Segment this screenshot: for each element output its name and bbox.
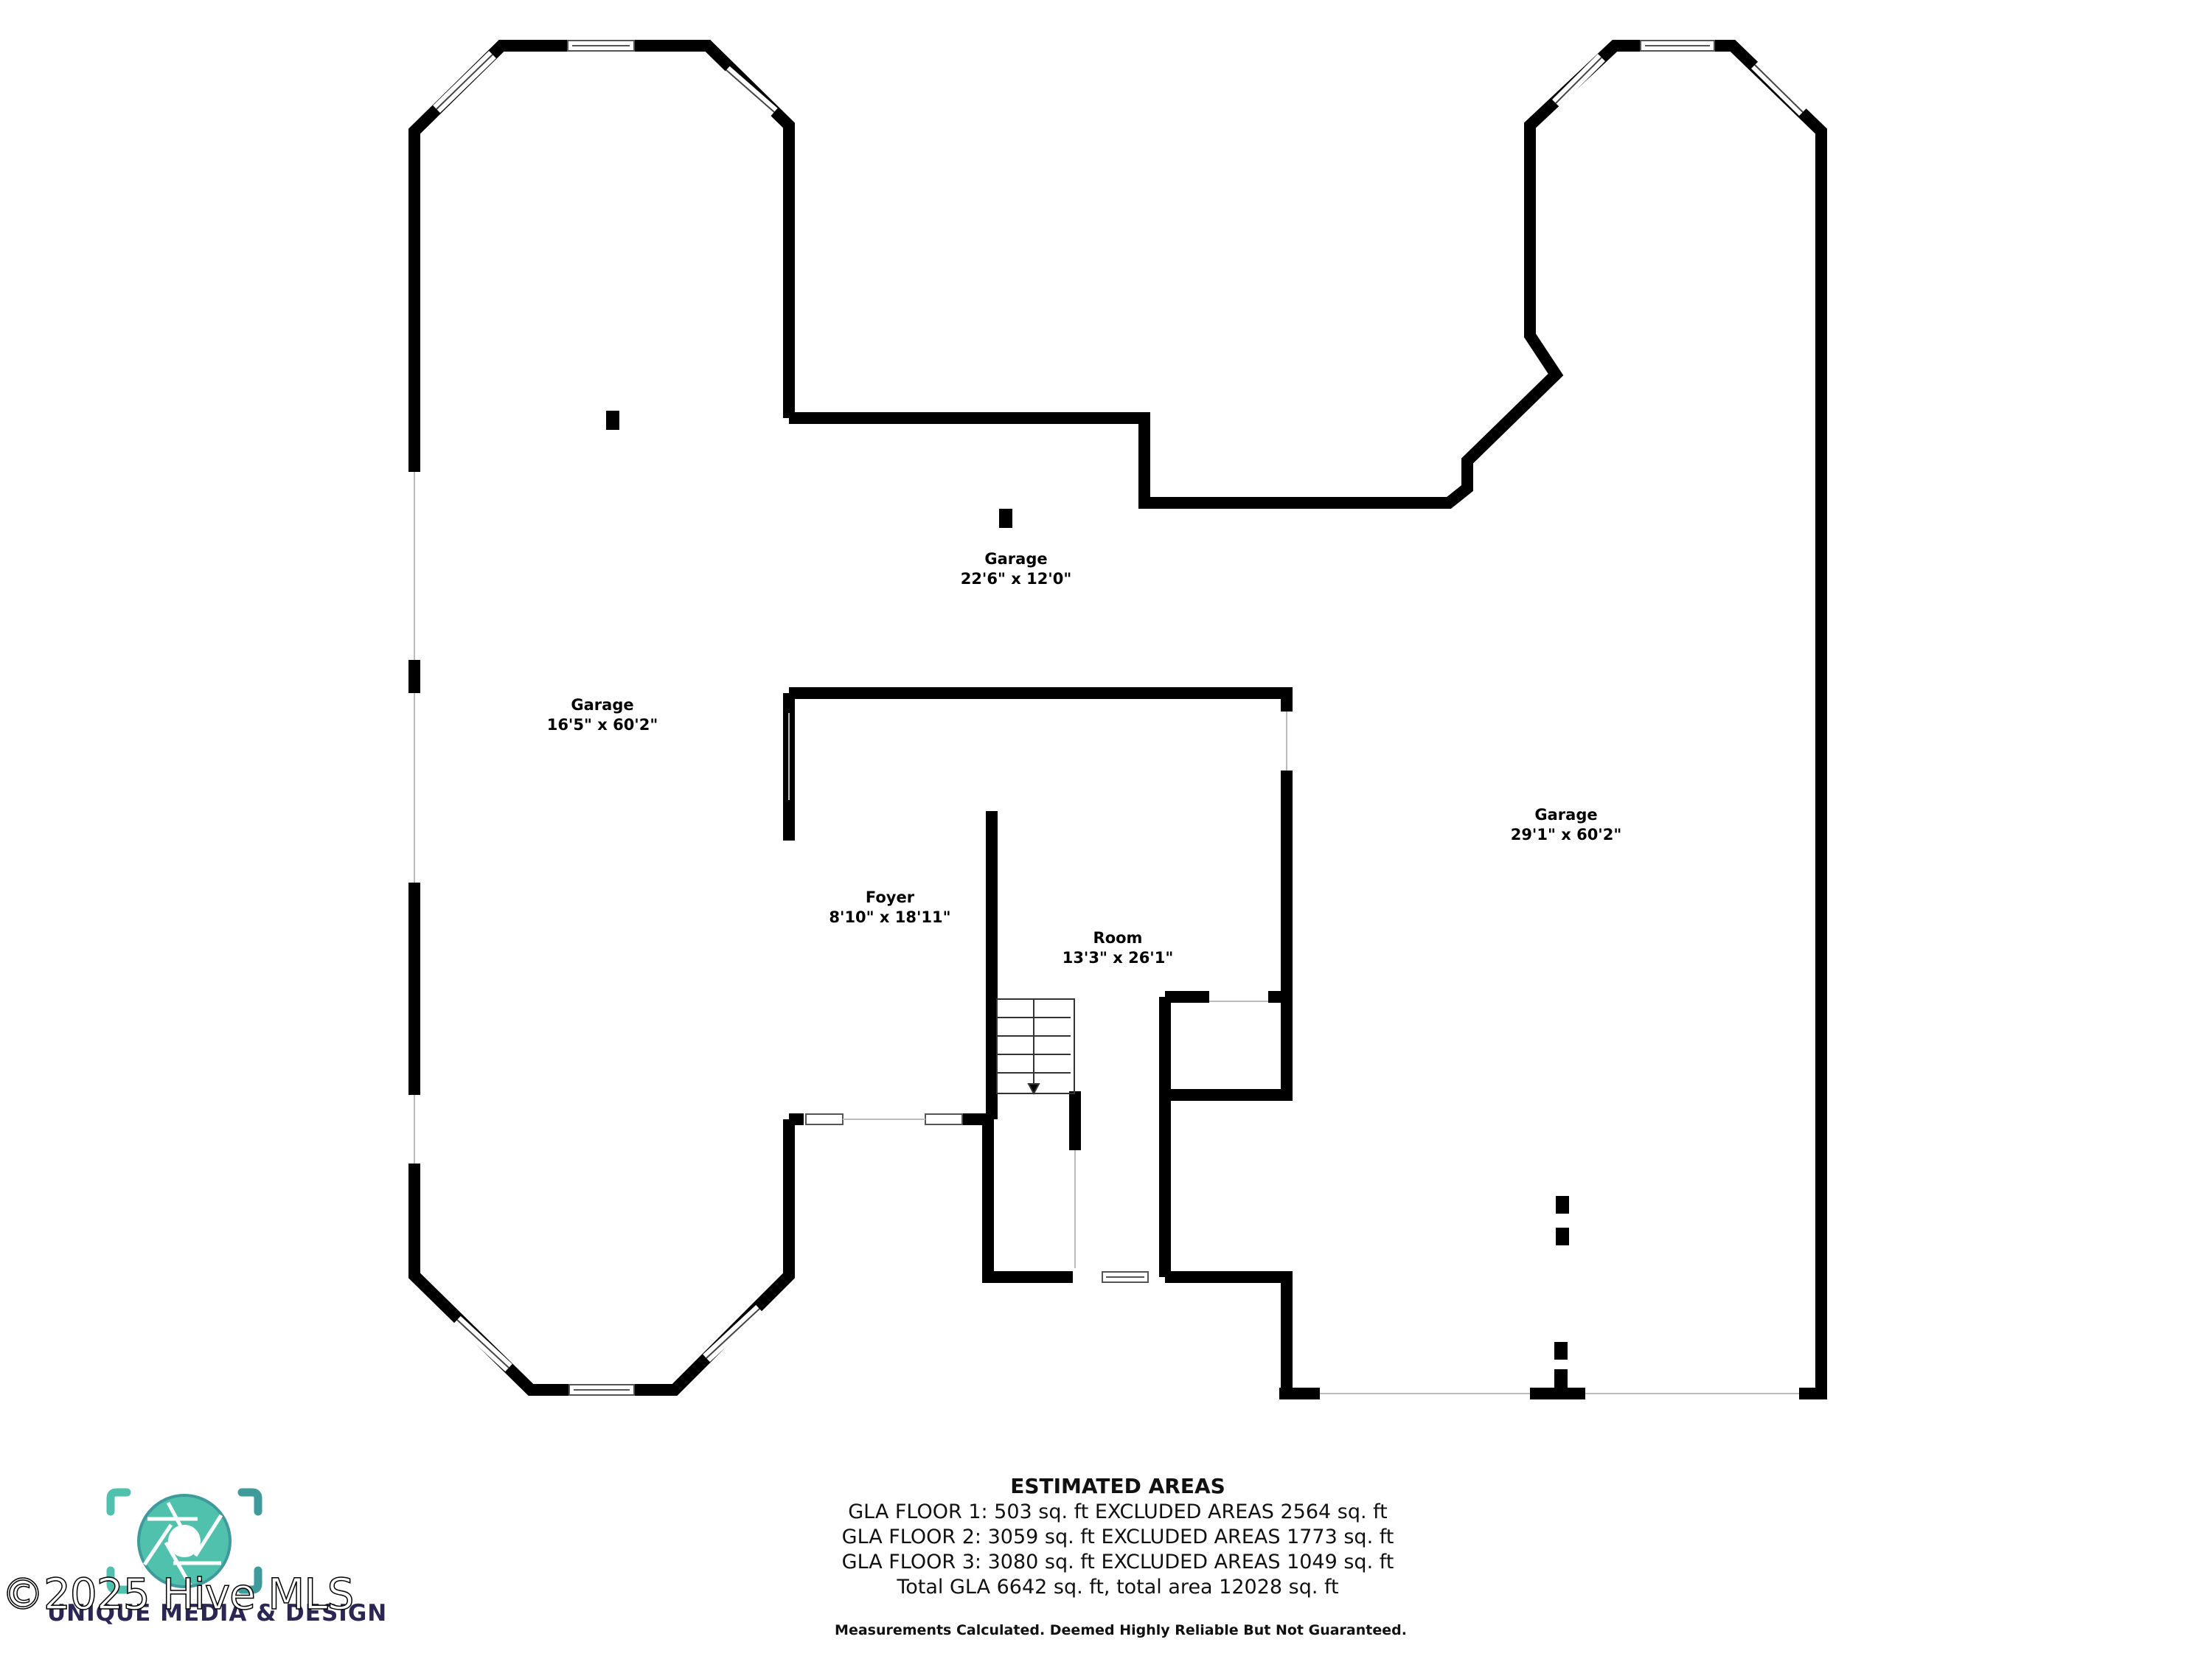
room-label-room: Room 13'3" x 26'1" xyxy=(1062,928,1174,968)
right-garage-walls xyxy=(789,40,1827,1399)
area-line-floor-3: GLA FLOOR 3: 3080 sq. ft EXCLUDED AREAS … xyxy=(841,1551,1394,1573)
room-dims: 8'10" x 18'11" xyxy=(829,908,951,926)
logo-text: UNIQUE MEDIA & DESIGN xyxy=(47,1600,388,1627)
room-dims: 13'3" x 26'1" xyxy=(1062,949,1174,967)
estimated-areas-title: ESTIMATED AREAS xyxy=(1010,1474,1225,1498)
estimated-areas: ESTIMATED AREAS GLA FLOOR 1: 503 sq. ft … xyxy=(842,1473,1394,1600)
watermark: ©2025 Hive MLS xyxy=(1,1568,355,1620)
camera-aperture-icon xyxy=(106,1488,262,1594)
room-name: Garage xyxy=(571,696,634,714)
openings xyxy=(414,472,1799,1394)
room-label-left-garage: Garage 16'5" x 60'2" xyxy=(547,695,658,735)
windows xyxy=(433,40,1806,1396)
room-label-right-garage: Garage 29'1" x 60'2" xyxy=(1511,805,1622,845)
room-dims: 22'6" x 12'0" xyxy=(960,570,1072,588)
room-name: Room xyxy=(1093,929,1143,947)
room-label-middle-garage: Garage 22'6" x 12'0" xyxy=(961,549,1072,589)
room-name: Garage xyxy=(984,550,1048,568)
stairs xyxy=(996,998,1075,1096)
room-name: Foyer xyxy=(865,888,915,906)
posts xyxy=(606,411,1569,1390)
room-label-foyer: Foyer 8'10" x 18'11" xyxy=(829,888,950,928)
area-line-floor-2: GLA FLOOR 2: 3059 sq. ft EXCLUDED AREAS … xyxy=(841,1526,1394,1548)
disclaimer: Measurements Calculated. Deemed Highly R… xyxy=(835,1622,1407,1638)
room-name: Garage xyxy=(1534,806,1598,824)
room-dims: 16'5" x 60'2" xyxy=(546,716,658,734)
interior-walls xyxy=(789,687,1293,1283)
area-line-total: Total GLA 6642 sq. ft, total area 12028 … xyxy=(897,1576,1339,1599)
area-line-floor-1: GLA FLOOR 1: 503 sq. ft EXCLUDED AREAS 2… xyxy=(848,1500,1388,1523)
room-dims: 29'1" x 60'2" xyxy=(1510,826,1622,844)
